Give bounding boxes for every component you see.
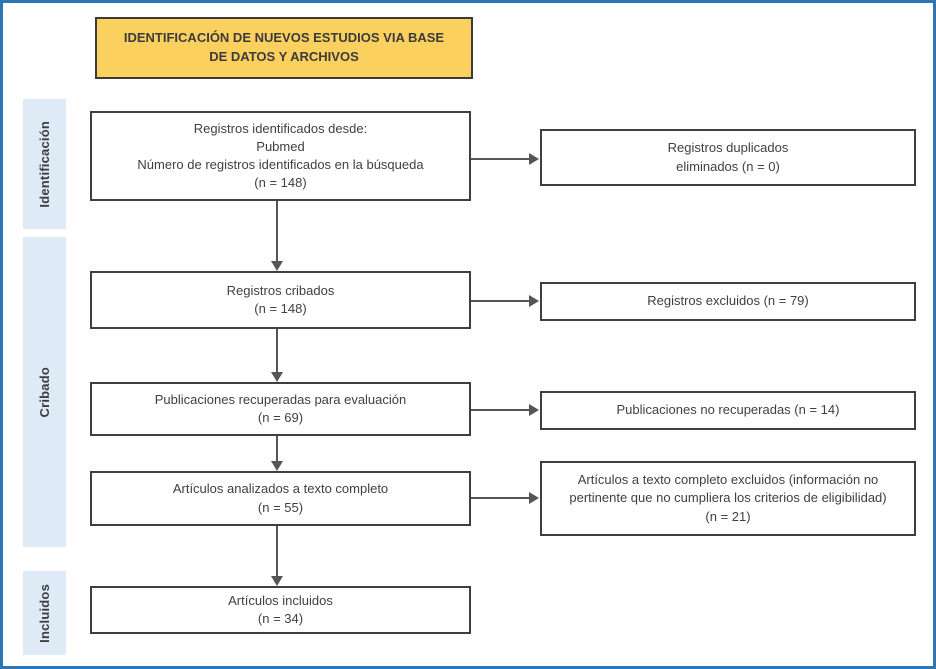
stage-label-identificacion: Identificación [23, 99, 66, 229]
box-text-line: Registros identificados desde: [193, 120, 368, 136]
box-text-line: (n = 55) [257, 499, 304, 515]
box-text-line: (n = 69) [257, 410, 304, 425]
stage-label-text: Identificación [37, 120, 52, 208]
arrow-right-to-duplicates-removed [471, 153, 539, 165]
stage-label-cribado: Cribado [23, 237, 66, 547]
box-reports-assessed: Artículos analizados a texto completo (n… [90, 471, 471, 526]
box-text-line: pertinente que no cumpliera los criterio… [569, 490, 887, 506]
box-text-line: Registros cribados [226, 282, 335, 298]
arrow-right-to-not-retrieved [471, 404, 539, 416]
box-text-line: (n = 148) [254, 175, 307, 191]
arrow-down-retrieved-to-assessed [271, 436, 283, 471]
arrow-down-assessed-to-included [271, 526, 283, 586]
box-text-line: Artículos analizados a texto completo [172, 481, 389, 497]
box-text-line: (n = 21) [705, 508, 751, 524]
box-records-screened: Registros cribados (n = 148) [90, 271, 471, 329]
box-text-line: Publicaciones no recuperadas (n = 14) [616, 402, 840, 418]
arrow-right-to-records-excluded [471, 295, 539, 307]
stage-label-text: Cribado [37, 366, 52, 418]
box-text-line: (n = 34) [257, 611, 304, 626]
box-text-line: Registros duplicados [667, 140, 789, 156]
arrow-down-screened-to-retrieved [271, 329, 283, 382]
box-text-line: Pubmed [256, 138, 305, 154]
box-text-line: eliminados (n = 0) [676, 158, 780, 174]
box-studies-included: Artículos incluidos (n = 34) [90, 586, 471, 634]
box-text-line: Publicaciones recuperadas para evaluació… [154, 391, 407, 407]
box-duplicates-removed: Registros duplicados eliminados (n = 0) [540, 129, 916, 186]
box-reports-retrieved: Publicaciones recuperadas para evaluació… [90, 382, 471, 436]
box-records-excluded: Registros excluidos (n = 79) [540, 282, 916, 321]
box-text-line: Artículos a texto completo excluidos (in… [577, 472, 879, 488]
diagram-title-box: IDENTIFICACIÓN DE NUEVOS ESTUDIOS VIA BA… [95, 17, 473, 79]
arrow-right-to-fulltext-excluded [471, 492, 539, 504]
diagram-title-line-2: DE DATOS Y ARCHIVOS [209, 49, 359, 64]
box-text-line: Registros excluidos (n = 79) [647, 293, 809, 309]
box-reports-not-retrieved: Publicaciones no recuperadas (n = 14) [540, 391, 916, 430]
box-text-line: (n = 148) [254, 301, 307, 316]
box-text-line: Número de registros identificados en la … [137, 157, 424, 172]
stage-label-incluidos: Incluidos [23, 571, 66, 655]
box-text-line: Artículos incluidos [228, 592, 333, 608]
stage-label-text: Incluidos [37, 583, 52, 643]
arrow-down-identified-to-screened [271, 201, 283, 271]
diagram-title-line-1: IDENTIFICACIÓN DE NUEVOS ESTUDIOS VIA BA… [123, 30, 445, 46]
box-records-identified: Registros identificados desde: Pubmed Nú… [90, 111, 471, 201]
box-fulltext-excluded: Artículos a texto completo excluidos (in… [540, 461, 916, 536]
